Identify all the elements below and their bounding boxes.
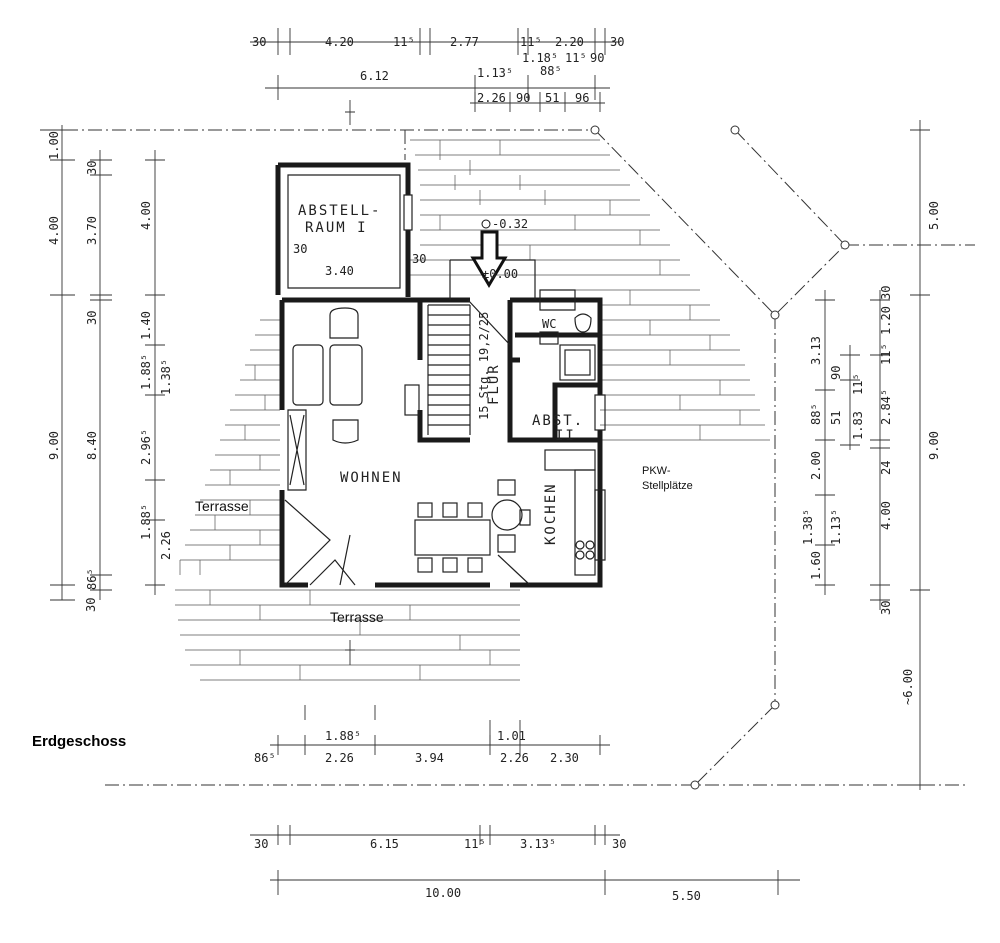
property-lines — [40, 125, 975, 790]
furniture — [292, 299, 596, 586]
dim-left-2: 4.00 — [47, 216, 61, 245]
dim-right-11: 30 — [879, 286, 893, 300]
dim-left-16: 2.26 — [159, 531, 173, 560]
dim-right-18: 5.00 — [927, 201, 941, 230]
dim-top-14: 2.26 — [477, 91, 506, 105]
paving-hatching — [175, 139, 770, 681]
room-storage-1-line1: ABSTELL- — [298, 203, 381, 219]
room-wc: WC — [542, 317, 556, 331]
dim-right-16: 4.00 — [879, 501, 893, 530]
dim-top-15: 90 — [516, 91, 530, 105]
dim-top-13: 88⁵ — [540, 64, 562, 78]
dim-top-3: 11⁵ — [393, 35, 415, 49]
entrance-arrow-icon — [470, 230, 508, 288]
dim-top-7: 30 — [610, 35, 624, 49]
entrance-level: -0.32 — [492, 217, 528, 231]
entry-level: ±0.00 — [482, 267, 518, 281]
dim-right-6: 11⁵ — [851, 373, 865, 395]
dim-top-11: 6.12 — [360, 69, 389, 83]
dim-right-5: 1.83 — [851, 411, 865, 440]
dim-room-1: 30 — [293, 242, 307, 256]
dim-right-14: 2.84⁵ — [879, 389, 893, 425]
dim-right-15: 24 — [879, 461, 893, 475]
dim-bottom-7: 2.30 — [550, 751, 579, 765]
dim-top-5: 11⁵ — [520, 35, 542, 49]
dim-top-10: 90 — [590, 51, 604, 65]
dim-right-20: ~6.00 — [901, 669, 915, 705]
dim-bottom-8: 30 — [254, 837, 268, 851]
dim-right-13: 11⁵ — [879, 343, 893, 365]
dim-left-12: 1.38⁵ — [159, 359, 173, 395]
stairs-label: 15 Stg. 19,2/25 — [477, 312, 491, 420]
room-storage-2-line2: II — [555, 428, 576, 444]
dim-right-8: 1.38⁵ — [801, 509, 815, 545]
dim-right-3: 51 — [829, 411, 843, 425]
dim-bottom-12: 30 — [612, 837, 626, 851]
dim-bottom-11: 3.13⁵ — [520, 837, 556, 851]
dim-right-4: 90 — [829, 366, 843, 380]
dim-left-10: 4.00 — [139, 201, 153, 230]
room-hall: FLUR — [486, 363, 502, 405]
parking-label-line1: PKW- — [642, 465, 671, 477]
parking-label-line2: Stellplätze — [642, 480, 693, 492]
dim-right-10: 1.60 — [809, 551, 823, 580]
dim-left-8: 8.40 — [85, 431, 99, 460]
dim-bottom-14: 5.50 — [672, 889, 701, 903]
dim-bottom-13: 10.00 — [425, 886, 461, 900]
dim-bottom-3: 86⁵ — [254, 751, 276, 765]
room-storage-1-line2: RAUM I — [305, 220, 368, 236]
dim-top-2: 4.20 — [325, 35, 354, 49]
dim-top-17: 96 — [575, 91, 589, 105]
dim-left-13: 1.88⁵ — [139, 354, 153, 390]
dim-bottom-2: 1.01 — [497, 729, 526, 743]
terrace-left-label: Terrasse — [195, 498, 249, 514]
room-kitchen: KOCHEN — [543, 482, 559, 545]
building-walls — [275, 162, 606, 588]
dim-left-1: 1.00 — [47, 131, 61, 160]
level-marker-icon — [481, 219, 491, 229]
terrace-bottom-label: Terrasse — [330, 609, 384, 625]
dim-left-11: 1.40 — [139, 311, 153, 340]
dim-room-3: 30 — [412, 252, 426, 266]
dim-bottom-6: 2.26 — [500, 751, 529, 765]
dim-room-2: 3.40 — [325, 264, 354, 278]
dim-left-14: 2.96⁵ — [139, 429, 153, 465]
dim-top-4: 2.77 — [450, 35, 479, 49]
dim-bottom-10: 11⁵ — [464, 837, 486, 851]
dim-top-6: 2.20 — [555, 35, 584, 49]
dim-right-2: 88⁵ — [809, 403, 823, 425]
room-labels: ABSTELL- RAUM I WOHNEN FLUR WC ABST. II … — [298, 203, 584, 545]
dim-left-4: 30 — [84, 598, 98, 612]
dim-left-5: 30 — [85, 161, 99, 175]
dim-right-17: 30 — [879, 601, 893, 615]
dim-bottom-1: 1.88⁵ — [325, 729, 361, 743]
dimension-lines — [50, 28, 930, 895]
dimension-labels: 30 4.20 11⁵ 2.77 11⁵ 2.20 30 1.18⁵ 11⁵ 9… — [47, 35, 941, 903]
dim-right-12: 1.20 — [879, 306, 893, 335]
dim-left-6: 3.70 — [85, 216, 99, 245]
dim-top-9: 11⁵ — [565, 51, 587, 65]
dim-top-8: 1.18⁵ — [522, 51, 558, 65]
dim-right-1: 3.13 — [809, 336, 823, 365]
dim-bottom-5: 3.94 — [415, 751, 444, 765]
dim-top-12: 1.13⁵ — [477, 66, 513, 80]
dim-right-7: 2.00 — [809, 451, 823, 480]
room-storage-2-line1: ABST. — [532, 413, 584, 429]
dim-right-19: 9.00 — [927, 431, 941, 460]
floor-title: Erdgeschoss — [32, 733, 126, 750]
dim-bottom-9: 6.15 — [370, 837, 399, 851]
dim-right-9: 1.13⁵ — [829, 509, 843, 545]
dim-top-16: 51 — [545, 91, 559, 105]
dim-bottom-4: 2.26 — [325, 751, 354, 765]
area-labels: Terrasse Terrasse PKW- Stellplätze Erdge… — [32, 465, 693, 750]
dim-top-1: 30 — [252, 35, 266, 49]
dim-left-9: 86⁵ — [85, 568, 99, 590]
dim-left-15: 1.88⁵ — [139, 504, 153, 540]
dim-left-3: 9.00 — [47, 431, 61, 460]
room-living: WOHNEN — [340, 470, 403, 486]
dim-left-7: 30 — [85, 311, 99, 325]
